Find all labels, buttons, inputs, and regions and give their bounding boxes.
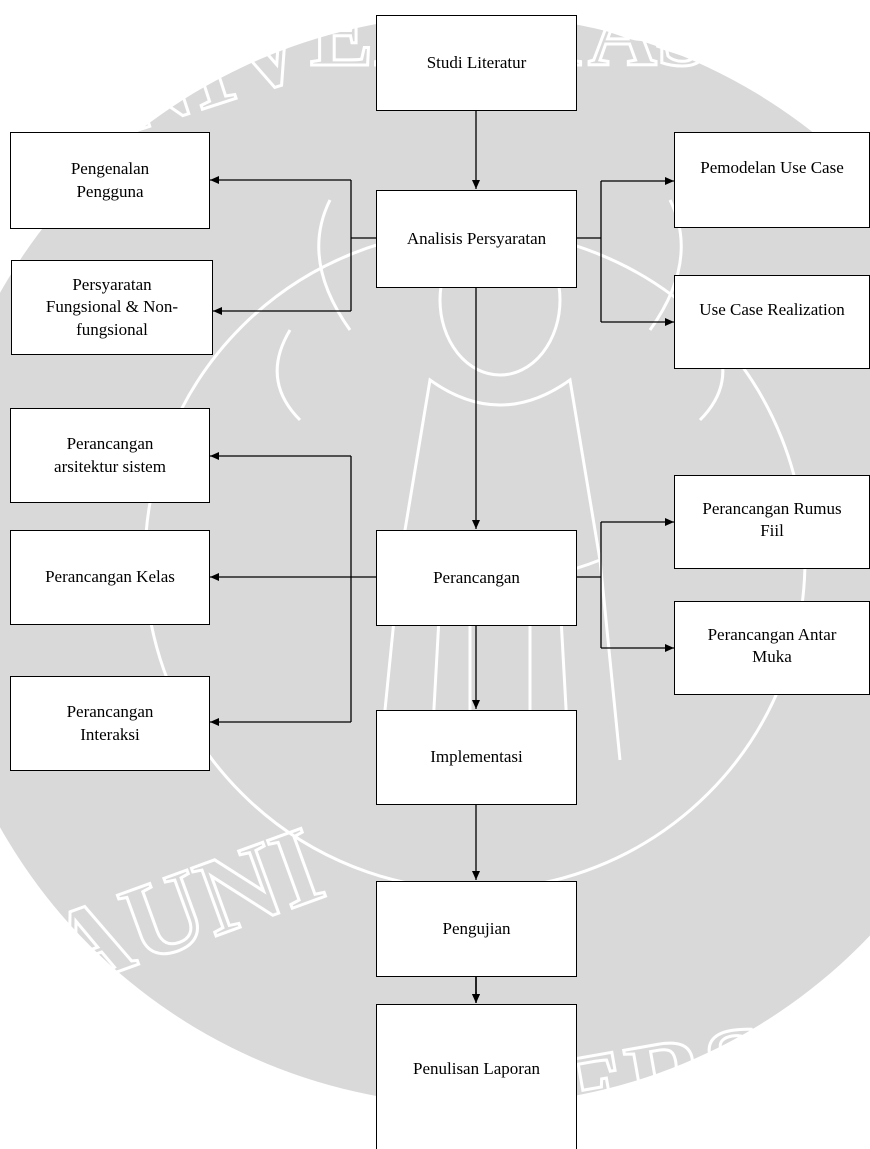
- node-label: Perancangan Rumus Fiil: [702, 498, 841, 542]
- node-perancangan-kelas[interactable]: Perancangan Kelas: [10, 530, 210, 625]
- node-label: Implementasi: [430, 746, 523, 768]
- node-penulisan-laporan[interactable]: Penulisan Laporan: [376, 1004, 577, 1149]
- node-label: Pengenalan Pengguna: [71, 158, 149, 202]
- node-label: Analisis Persyaratan: [407, 228, 546, 250]
- node-use-case-realization[interactable]: Use Case Realization: [674, 275, 870, 369]
- node-label: Pengujian: [443, 918, 511, 940]
- node-label: Perancangan arsitektur sistem: [54, 433, 166, 477]
- node-perancangan-interaksi[interactable]: Perancangan Interaksi: [10, 676, 210, 771]
- node-pemodelan-use-case[interactable]: Pemodelan Use Case: [674, 132, 870, 228]
- node-label: Use Case Realization: [699, 299, 844, 321]
- node-label: Persyaratan Fungsional & Non- fungsional: [46, 274, 178, 340]
- node-label: Perancangan: [433, 567, 520, 589]
- node-perancangan-antar-muka[interactable]: Perancangan Antar Muka: [674, 601, 870, 695]
- node-studi-literatur[interactable]: Studi Literatur: [376, 15, 577, 111]
- node-perancangan-arsitektur[interactable]: Perancangan arsitektur sistem: [10, 408, 210, 503]
- node-label: Studi Literatur: [427, 52, 527, 74]
- node-label: Pemodelan Use Case: [700, 157, 844, 179]
- node-persyaratan-fungsional[interactable]: Persyaratan Fungsional & Non- fungsional: [11, 260, 213, 355]
- node-implementasi[interactable]: Implementasi: [376, 710, 577, 805]
- node-label: Perancangan Antar Muka: [708, 624, 837, 668]
- node-label: Perancangan Kelas: [45, 566, 175, 588]
- node-pengujian[interactable]: Pengujian: [376, 881, 577, 977]
- node-pengenalan-pengguna[interactable]: Pengenalan Pengguna: [10, 132, 210, 229]
- node-label: Penulisan Laporan: [413, 1058, 540, 1080]
- node-perancangan-rumus[interactable]: Perancangan Rumus Fiil: [674, 475, 870, 569]
- node-analisis-persyaratan[interactable]: Analisis Persyaratan: [376, 190, 577, 288]
- node-label: Perancangan Interaksi: [67, 701, 154, 745]
- node-perancangan[interactable]: Perancangan: [376, 530, 577, 626]
